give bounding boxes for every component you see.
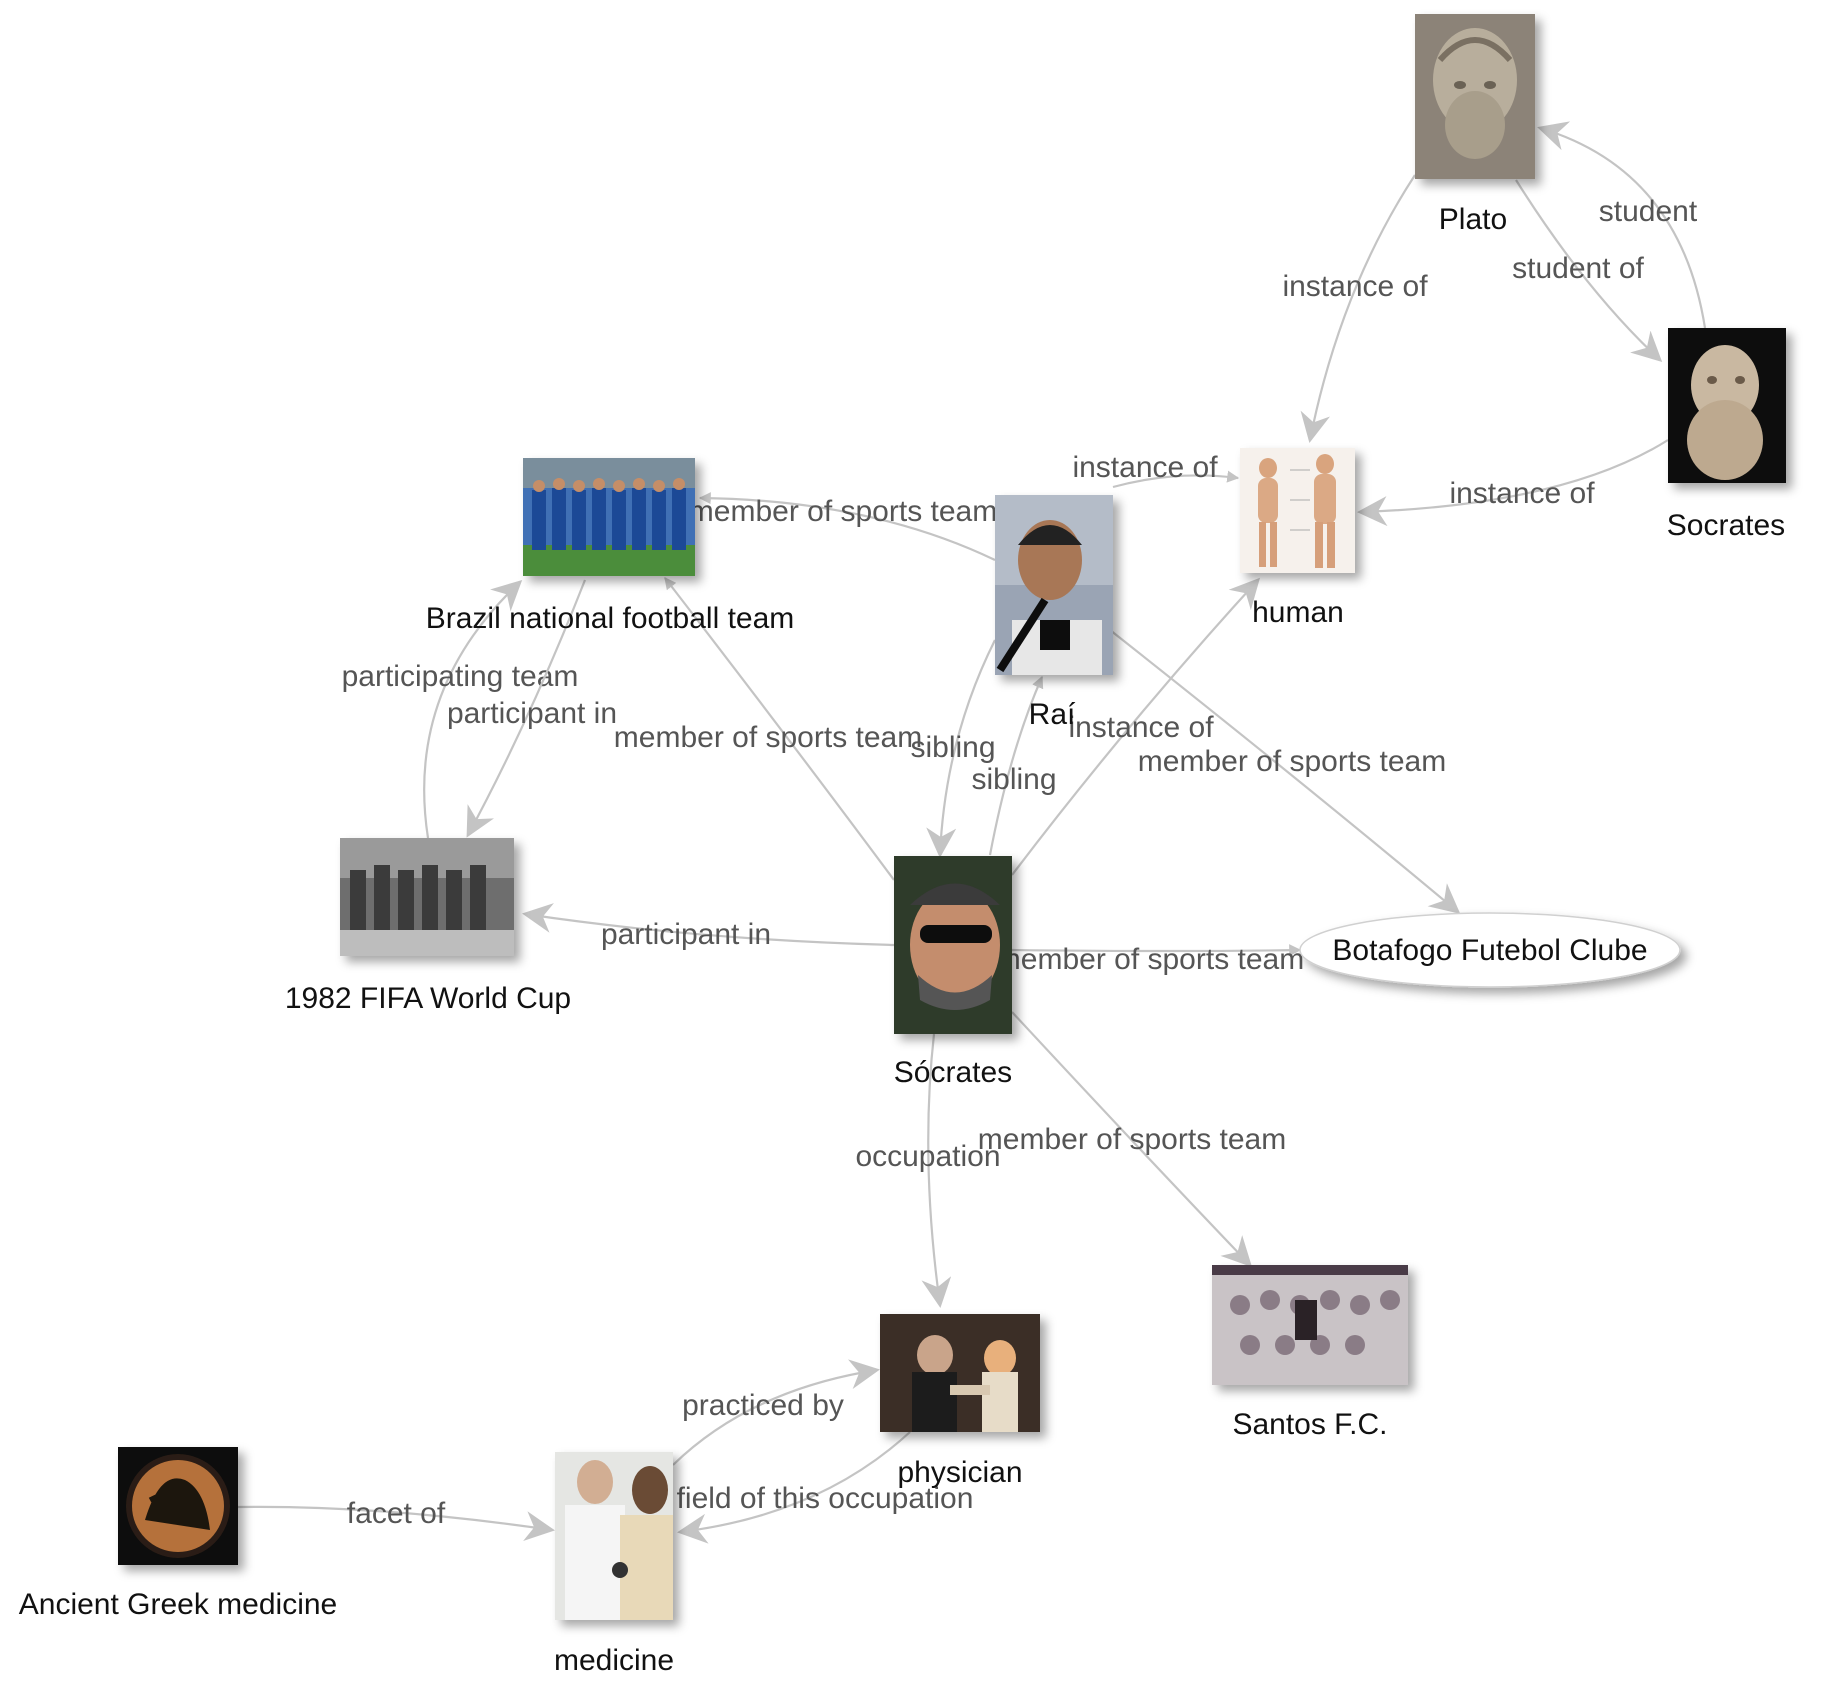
edge-label: member of sports team	[614, 721, 922, 754]
edge-label: participating team	[342, 660, 579, 693]
edge-label: participant in	[447, 697, 617, 730]
edge-label: student of	[1512, 252, 1644, 285]
edge-label: instance of	[1068, 711, 1214, 744]
node-label-physician: physician	[897, 1456, 1022, 1489]
edge-line	[664, 577, 895, 881]
edge-rai-botafogo: member of sports team	[1109, 629, 1461, 914]
edge-label: instance of	[1449, 477, 1595, 510]
edge-agm-medicine: facet of	[237, 1497, 555, 1541]
edge-line	[522, 903, 895, 947]
edge-line	[423, 579, 523, 839]
node-label-human: human	[1252, 596, 1344, 629]
edge-line	[926, 639, 996, 858]
node-human[interactable]	[1240, 448, 1355, 573]
edge-line	[1357, 439, 1669, 527]
edge-socrates_fb-rai: sibling	[971, 675, 1057, 856]
edge-physician-medicine: field of this occupation	[677, 1431, 974, 1544]
edge-line	[466, 579, 587, 838]
edge-line	[988, 675, 1044, 856]
edge-label: student	[1599, 195, 1698, 228]
edge-line	[1011, 577, 1261, 876]
edge-socrates_fb-wc1982: participant in	[522, 903, 895, 951]
node-label-socrates: Socrates	[1667, 509, 1785, 542]
node-label-socrates-fb: Sócrates	[894, 1056, 1012, 1089]
edge-label: facet of	[347, 1497, 446, 1530]
nodes-layer	[118, 14, 1786, 1620]
edge-line	[1300, 174, 1416, 443]
node-agm[interactable]	[118, 1447, 238, 1565]
edge-socrates_fb-human: instance of	[1011, 577, 1261, 876]
node-label-wc1982: 1982 FIFA World Cup	[285, 982, 571, 1015]
node-medicine[interactable]	[555, 1452, 673, 1620]
edge-socrates-human: instance of	[1357, 439, 1669, 527]
edge-plato-socrates: student of	[1512, 179, 1663, 363]
edge-wc1982-brazil: participating team	[342, 579, 579, 839]
node-botafogo[interactable]	[1299, 912, 1681, 988]
edge-rai-brazil: member of sports team	[689, 492, 997, 561]
edge-label: member of sports team	[1138, 745, 1446, 778]
node-socrates-fb[interactable]	[894, 856, 1012, 1034]
edge-line	[698, 492, 996, 561]
node-plato[interactable]	[1415, 14, 1535, 179]
node-label-rai: Raí	[1029, 698, 1076, 731]
edge-label: instance of	[1282, 270, 1428, 303]
node-rai[interactable]	[995, 495, 1113, 675]
edges-layer: student student of instance of instance of i…	[237, 121, 1707, 1544]
edge-line	[1515, 179, 1663, 363]
node-label-plato: Plato	[1439, 203, 1507, 236]
node-label-agm: Ancient Greek medicine	[19, 1588, 338, 1621]
edge-line	[921, 1033, 952, 1308]
edge-line	[1011, 1011, 1253, 1268]
edge-socrates_fb-botafogo: member of sports team	[996, 943, 1304, 976]
edge-label: sibling	[971, 763, 1056, 796]
edge-line	[1011, 944, 1302, 957]
edge-label: occupation	[855, 1140, 1000, 1173]
edge-label: participant in	[601, 918, 771, 951]
edge-plato-human: instance of	[1282, 174, 1428, 443]
edge-line	[672, 1359, 880, 1466]
edge-label: practiced by	[682, 1389, 844, 1422]
edge-line	[677, 1431, 911, 1544]
edge-line	[1537, 121, 1707, 329]
node-label-botafogo: Botafogo Futebol Clube	[1332, 934, 1647, 967]
edge-brazil-wc1982: participant in	[447, 579, 617, 838]
node-label-medicine: medicine	[554, 1644, 674, 1677]
edge-socrates_fb-santos: member of sports team	[978, 1011, 1286, 1268]
edge-line	[237, 1505, 555, 1541]
edge-label: member of sports team	[978, 1123, 1286, 1156]
edge-socrates-plato: student	[1537, 121, 1707, 329]
node-label-brazil: Brazil national football team	[426, 602, 795, 635]
node-socrates[interactable]	[1668, 328, 1786, 483]
edge-socrates_fb-brazil: member of sports team	[614, 577, 922, 881]
edge-medicine-physician: practiced by	[672, 1359, 880, 1466]
edge-label: instance of	[1072, 451, 1218, 484]
edge-socrates_fb-physician: occupation	[855, 1033, 1001, 1308]
node-labels-layer: Plato Socrates human Raí Brazil national…	[19, 203, 1785, 1677]
node-wc1982[interactable]	[340, 838, 514, 956]
edge-label: field of this occupation	[677, 1482, 974, 1515]
edge-label: member of sports team	[996, 943, 1304, 976]
edge-rai-human: instance of	[1072, 451, 1240, 489]
edge-rai-socrates_fb: sibling	[910, 639, 996, 858]
edge-line	[1112, 470, 1240, 489]
node-brazil[interactable]	[523, 458, 695, 576]
node-physician[interactable]	[880, 1314, 1040, 1432]
edge-line	[1109, 629, 1461, 914]
node-label-santos: Santos F.C.	[1232, 1408, 1387, 1441]
node-santos[interactable]	[1212, 1265, 1408, 1385]
edge-label: member of sports team	[689, 495, 997, 528]
edge-label: sibling	[910, 731, 995, 764]
